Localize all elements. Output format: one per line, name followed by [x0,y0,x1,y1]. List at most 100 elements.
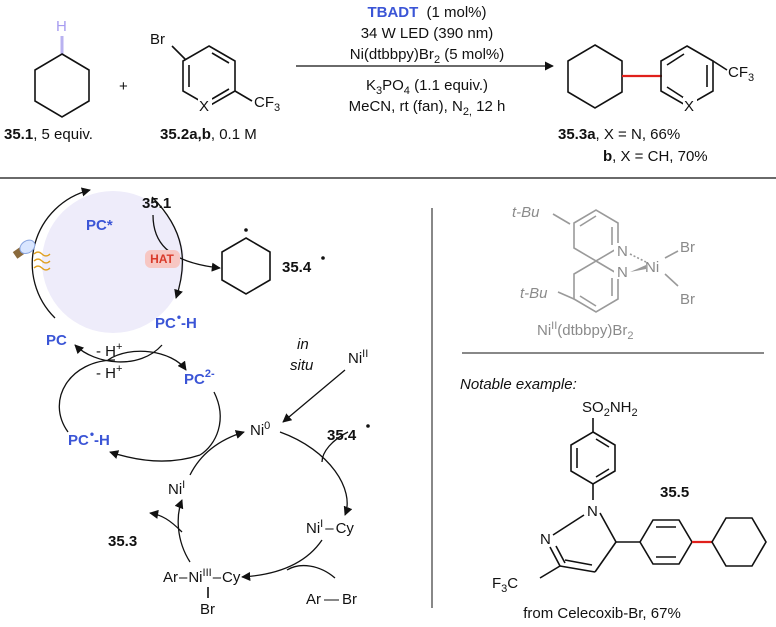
top-reaction: H + Br X CF3 TBADT (1 mol%) 34 W LED (39… [4,4,754,165]
pyrazole-c5c4 [594,541,617,573]
pyr-top-n-mask [614,243,628,258]
sm2-double1 [211,52,230,64]
aryl-bromide-sm: Br X CF3 [150,31,280,115]
pyrazole-n1c5 [599,512,617,543]
nickel-catalyst: Ni(dtbbpy)Br2 (5 mol%) [350,46,505,66]
hat-label: HAT [150,252,174,266]
photocycle-arc-hat [151,196,184,299]
product-b-label: b, X = CH, 70% [603,148,708,165]
f3c-label: F3C [492,575,518,595]
sm2-br-label: Br [150,31,165,48]
product-structure: X CF3 [567,44,754,115]
so2nh2-label: SO2NH2 [582,399,638,419]
pyrazole-n1: N [587,503,598,520]
ni-br1-bond [664,250,679,259]
catalyst-name: TBADT [367,4,418,21]
in-situ-in: in [297,336,309,353]
niiii-to-product-arc [174,499,191,563]
tbu-bot-bond [557,291,575,300]
pc-excited-label: PC* [86,217,113,234]
pc2-label: PC2- [184,368,215,388]
radical-id-dot [321,256,325,260]
sm2-double2 [211,88,230,100]
cycle-sm-label: 35.1 [142,195,171,212]
ni0-to-nii-cy-arc [279,431,353,516]
ni-i-label: NiI [168,479,185,498]
pyr-bot-n: N [617,264,628,281]
pyrazole-c3n2 [549,546,561,567]
ni-ii-label: NiII [348,348,368,367]
product-cyclohexyl [567,44,623,109]
arbr-label: Ar—Br [306,591,357,608]
ni-n-wedge [630,265,646,272]
product-double1 [666,53,685,66]
solvent-conditions: MeCN, rt (fan), N2, 12 h [349,98,506,118]
notable-example: Notable example: SO2NH2 35.5 N N F3C fro… [460,376,767,622]
radical-ring [221,237,271,295]
pyrazole-c4c3-double [564,559,593,566]
light-bulb-icon [12,239,36,259]
pc-h2-label: PC•-H [68,427,110,449]
pyr-bot-n-mask [614,264,628,279]
sm2-label: 35.2a,b, 0.1 M [160,126,257,143]
pyr-top-double1 [579,215,597,227]
base: K3PO4 (1.1 equiv.) [366,77,488,97]
pyr-top-n: N [617,243,628,260]
sm2-x-label: X [199,98,209,115]
ni-i-cy-label: NiI–Cy [306,518,354,537]
ni-dtbbpy-complex: t-Bu N N Ni Br Br t-Bu NiII(dtbbpy)Br2 [512,204,695,342]
pyrazole-nn [552,514,585,536]
pyr-bot-double1 [579,295,597,307]
reaction-conditions: TBADT (1 mol%) 34 W LED (390 nm) Ni(dtbb… [296,4,554,118]
light-wave-icon [33,251,51,271]
product-cf3-bond [712,60,728,71]
radical-addition-arc [321,431,349,463]
minus-h-upper: - H+ [96,341,122,360]
ni-n-dash [629,253,647,263]
nickel-cycle: - H+ PC2- PC•-H in situ NiII Ni0 35.4 Ni… [58,336,370,618]
pc-h-regen-arrow [109,450,201,462]
in-situ-situ: situ [290,357,314,374]
pyrazole-n2: N [540,531,551,548]
sulf-aryl-double3 [595,468,610,478]
minus-h-lower: - H+ [96,363,122,382]
ni-i-to-ni0-arc [189,430,245,476]
ligand-caption: NiII(dtbbpy)Br2 [537,320,633,342]
catalyst-line: TBADT (1 mol%) [367,4,486,21]
photocycle-fill [42,191,184,333]
ni-ii-to-ni0-arrow [282,369,346,423]
tbu-top-bond [552,213,571,225]
photocatalytic-cycle: 35.1 PC* HAT 35.4 PC•-H PC - H+ [12,187,325,363]
cyclohexane-sm: H [34,18,90,118]
cycle-product-id: 35.3 [108,533,137,550]
product-x-mask [683,97,697,113]
niiii-complex: Ar–NiIII–Cy [163,567,241,586]
example-heading: Notable example: [460,376,577,393]
ligand-br2: Br [680,291,695,308]
hat-badge [145,250,180,268]
product-release-arc [149,509,183,533]
product-double3 [666,86,685,99]
cyclohexyl-radical: 35.4 [221,228,325,295]
ligand-ni: Ni [645,259,659,276]
pc-reduction-arc [107,350,187,371]
sm2-cf3-label: CF3 [254,94,280,114]
sm1-label: 35.1, 5 equiv. [4,126,93,143]
radical-id: 35.4 [282,259,312,276]
example-cyclohexyl [711,517,767,567]
light-source: 34 W LED (390 nm) [361,25,494,42]
sm2-br-bond [171,45,187,61]
product-a-label: 35.3a, X = N, 66% [558,126,680,143]
ni-br2-bond [664,273,679,287]
left-cycle-arc [58,359,116,433]
arbr-addition-arc [286,564,336,579]
plus-sign: + [119,78,128,95]
product-x-label: X [684,98,694,115]
radical-dot [244,228,248,232]
sm-to-hat-arrow [152,214,221,272]
example-caption: from Celecoxib-Br, 67% [523,605,681,622]
pc-label: PC [46,332,67,349]
pyrazole-c3n2-double [555,545,566,564]
pyrazole-cf3-bond [539,565,561,579]
